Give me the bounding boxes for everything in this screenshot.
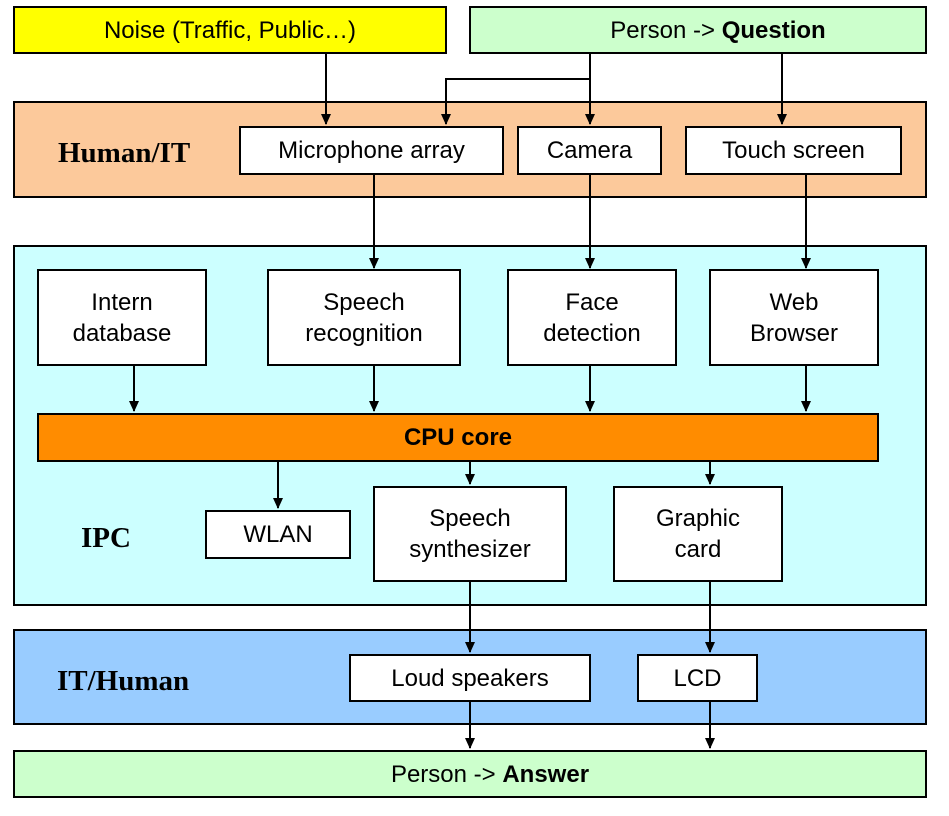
speech-synthesizer-box: Speech synthesizer [373,486,567,582]
web-browser-label: Web Browser [749,288,839,347]
face-detection-box: Face detection [507,269,677,366]
web-browser-box: Web Browser [709,269,879,366]
speech-synthesizer-label: Speech synthesizer [409,505,531,563]
face-detection-label: Face detection [543,288,641,347]
lcd-label: LCD [673,664,722,692]
question-prefix: Person -> [610,16,722,44]
microphone-array-label: Microphone array [278,137,465,164]
intern-database-label: Intern database [72,288,172,347]
intern-database-box: Intern database [37,269,207,366]
question-label: Question [721,16,826,44]
microphone-array-box: Microphone array [239,126,504,175]
graphic-card-label: Graphic card [655,505,741,563]
camera-label: Camera [546,137,633,164]
noise-label: Noise (Traffic, Public…) [103,16,357,44]
answer-box: Person -> Answer [13,750,927,798]
cpu-core-box: CPU core [37,413,879,462]
cpu-core-label: CPU core [403,424,513,451]
answer-prefix: Person -> [390,760,503,788]
question-box: Person -> Question [469,6,927,54]
graphic-card-box: Graphic card [613,486,783,582]
touch-screen-label: Touch screen [722,137,865,164]
speech-recognition-label: Speech recognition [305,288,423,347]
ipc-label: IPC [81,522,131,554]
wlan-label: WLAN [243,521,313,548]
loud-speakers-label: Loud speakers [391,664,549,692]
noise-box: Noise (Traffic, Public…) [13,6,447,54]
answer-label: Answer [502,760,590,788]
camera-box: Camera [517,126,662,175]
touch-screen-box: Touch screen [685,126,902,175]
human-it-label: Human/IT [58,137,191,169]
it-human-label: IT/Human [57,665,190,697]
loud-speakers-box: Loud speakers [349,654,591,702]
edge-question-microphone [441,78,590,125]
lcd-box: LCD [637,654,758,702]
speech-recognition-box: Speech recognition [267,269,461,366]
wlan-box: WLAN [205,510,351,559]
